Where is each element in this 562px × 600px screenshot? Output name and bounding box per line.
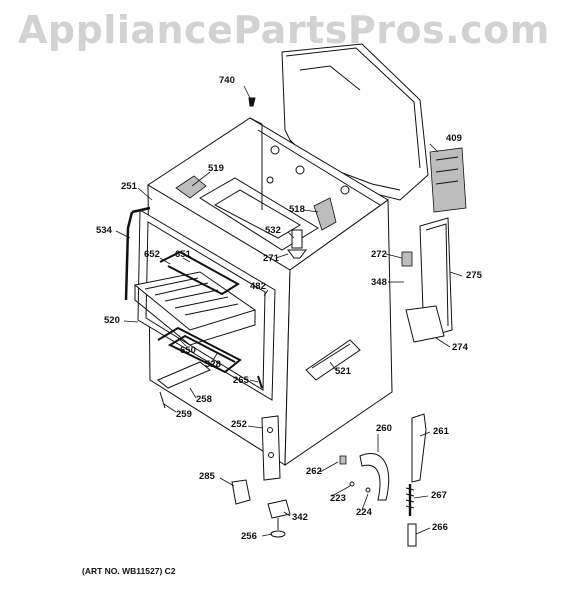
- part-label-267[interactable]: 267: [431, 490, 447, 501]
- ignitor-532[interactable]: [287, 229, 307, 259]
- part-label-348[interactable]: 348: [371, 277, 387, 288]
- part-label-252[interactable]: 252: [231, 419, 247, 430]
- leveling-leg-285[interactable]: [231, 479, 251, 505]
- part-label-272[interactable]: 272: [371, 249, 387, 260]
- hinge-bracket-252[interactable]: [261, 415, 281, 481]
- part-label-521[interactable]: 521: [335, 366, 351, 377]
- hinge-plate-261[interactable]: [411, 413, 427, 483]
- part-label-256[interactable]: 256: [241, 531, 257, 542]
- part-label-223[interactable]: 223: [330, 493, 346, 504]
- leg-bracket-258[interactable]: [157, 361, 211, 389]
- screw-265[interactable]: [257, 375, 263, 389]
- part-label-342[interactable]: 342: [292, 512, 308, 523]
- foot-bracket-342[interactable]: [267, 499, 291, 530]
- bracket-518[interactable]: [313, 197, 337, 231]
- bake-element[interactable]: [157, 326, 242, 374]
- part-label-271[interactable]: 271: [263, 253, 279, 264]
- art-number: (ART NO. WB11527) C2: [82, 566, 176, 576]
- part-label-224[interactable]: 224: [356, 507, 372, 518]
- clip-262[interactable]: [339, 455, 347, 465]
- bolt-259[interactable]: [159, 391, 166, 409]
- part-label-652[interactable]: 652: [144, 249, 160, 260]
- part-label-285[interactable]: 285: [199, 471, 215, 482]
- part-label-258[interactable]: 258: [196, 394, 212, 405]
- kickplate-274[interactable]: [405, 305, 445, 343]
- part-label-520[interactable]: 520: [104, 315, 120, 326]
- part-label-261[interactable]: 261: [433, 426, 449, 437]
- part-label-259[interactable]: 259: [176, 409, 192, 420]
- part-label-518[interactable]: 518: [289, 204, 305, 215]
- leader-lines: [115, 85, 463, 537]
- clip-740[interactable]: [248, 97, 256, 107]
- door-gasket[interactable]: [124, 206, 151, 301]
- part-label-275[interactable]: 275: [466, 270, 482, 281]
- control-box-409[interactable]: [429, 147, 467, 213]
- hinge-arm-260[interactable]: [359, 453, 390, 501]
- part-label-260[interactable]: 260: [376, 423, 392, 434]
- pin-224[interactable]: [365, 487, 371, 493]
- part-label-251[interactable]: 251: [121, 181, 137, 192]
- leveling-foot-256[interactable]: [270, 530, 286, 538]
- burner-box-519[interactable]: [175, 175, 207, 199]
- part-label-409[interactable]: 409: [446, 133, 462, 144]
- switch-272[interactable]: [401, 251, 413, 267]
- part-label-519[interactable]: 519: [208, 163, 224, 174]
- part-label-528[interactable]: 528: [205, 359, 221, 370]
- part-label-534[interactable]: 534: [96, 225, 112, 236]
- part-label-650[interactable]: 650: [180, 345, 196, 356]
- link-266[interactable]: [407, 523, 417, 547]
- part-label-274[interactable]: 274: [452, 342, 468, 353]
- screw-223[interactable]: [349, 481, 355, 487]
- oven-rack[interactable]: [133, 271, 257, 346]
- spring-267[interactable]: [405, 484, 415, 516]
- broil-element[interactable]: [159, 250, 240, 296]
- part-label-265[interactable]: 265: [233, 375, 249, 386]
- part-label-532[interactable]: 532: [265, 225, 281, 236]
- part-label-482[interactable]: 482: [250, 281, 266, 292]
- part-label-651[interactable]: 651: [175, 249, 191, 260]
- part-label-266[interactable]: 266: [432, 522, 448, 533]
- part-label-740[interactable]: 740: [219, 75, 235, 86]
- watermark-text: AppliancePartsPros.com: [18, 8, 550, 52]
- part-label-262[interactable]: 262: [306, 466, 322, 477]
